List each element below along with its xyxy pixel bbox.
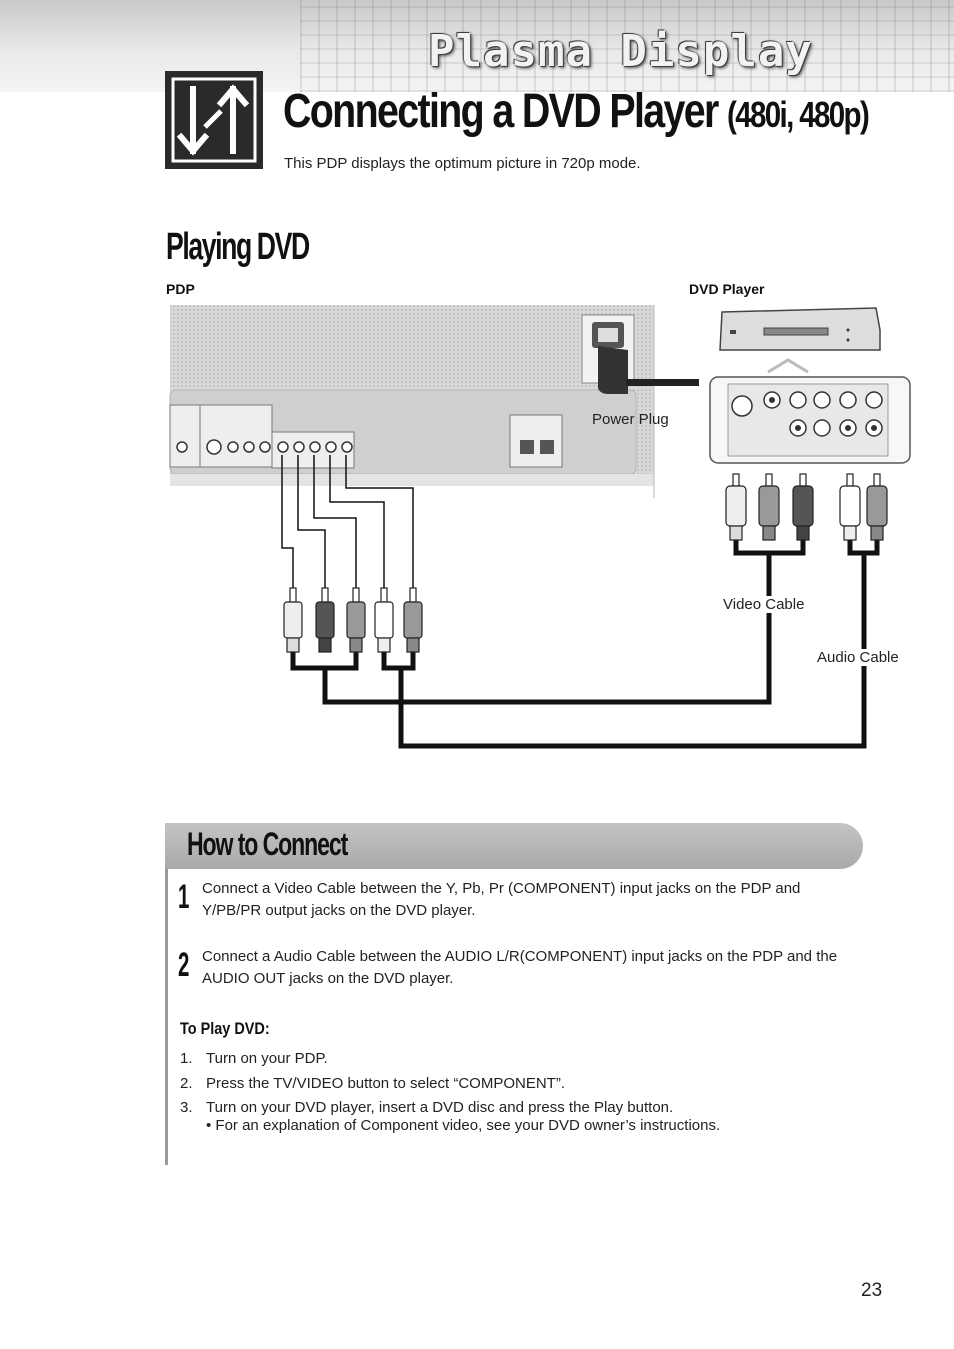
dvd-player-label: DVD Player xyxy=(689,281,765,297)
section-title: Playing DVD xyxy=(166,226,310,268)
page-number: 23 xyxy=(861,1280,883,1301)
page-title-suffix: (480i, 480p) xyxy=(727,94,870,135)
component-wires xyxy=(281,455,414,590)
audio-cable-caption: Audio Cable xyxy=(817,649,899,666)
page-title: Connecting a DVD Player (480i, 480p) xyxy=(283,84,870,139)
to-play-dvd-heading: To Play DVD: xyxy=(180,1019,270,1038)
video-cable-caption: Video Cable xyxy=(723,596,805,613)
header-banner: Plasma Display xyxy=(0,0,954,92)
pdp-rear-panel xyxy=(169,305,699,498)
play-step-1-num: 1. xyxy=(180,1050,193,1067)
how-to-connect-title: How to Connect xyxy=(187,826,348,862)
left-rule xyxy=(165,869,168,1165)
step-2-text: Connect a Audio Cable between the AUDIO … xyxy=(202,948,838,987)
play-step-3: 3. Turn on your DVD player, insert a DVD … xyxy=(180,1099,673,1116)
step-1-number: 1 xyxy=(178,878,190,916)
rca-plugs-bottom xyxy=(283,587,423,653)
dvd-player-unit xyxy=(709,307,911,464)
component-video-note: • For an explanation of Component video,… xyxy=(206,1117,721,1134)
play-step-2: 2. Press the TV/VIDEO button to select “C… xyxy=(180,1075,565,1092)
connection-arrows-icon xyxy=(165,71,263,169)
play-step-3-num: 3. xyxy=(180,1099,193,1116)
how-to-connect-bar xyxy=(165,823,863,869)
rca-plugs-dvd xyxy=(725,473,888,541)
step-1-text: Connect a Video Cable between the Y, Pb,… xyxy=(202,880,801,919)
play-step-1: 1. Turn on your PDP. xyxy=(180,1050,328,1067)
play-step-3-text: Turn on your DVD player, insert a DVD di… xyxy=(206,1099,674,1116)
circuit-pattern xyxy=(300,0,954,92)
play-step-2-text: Press the TV/VIDEO button to select “COM… xyxy=(206,1075,565,1092)
step-2-number: 2 xyxy=(178,946,190,984)
connection-diagram xyxy=(169,305,911,749)
power-plug-caption: Power Plug xyxy=(592,411,669,428)
page-title-main: Connecting a DVD Player xyxy=(283,85,719,138)
optimum-mode-note: This PDP displays the optimum picture in… xyxy=(284,155,641,172)
pdp-label: PDP xyxy=(166,281,195,297)
play-step-2-num: 2. xyxy=(180,1075,193,1092)
play-step-1-text: Turn on your PDP. xyxy=(206,1050,328,1067)
banner-title: Plasma Display xyxy=(428,26,813,77)
